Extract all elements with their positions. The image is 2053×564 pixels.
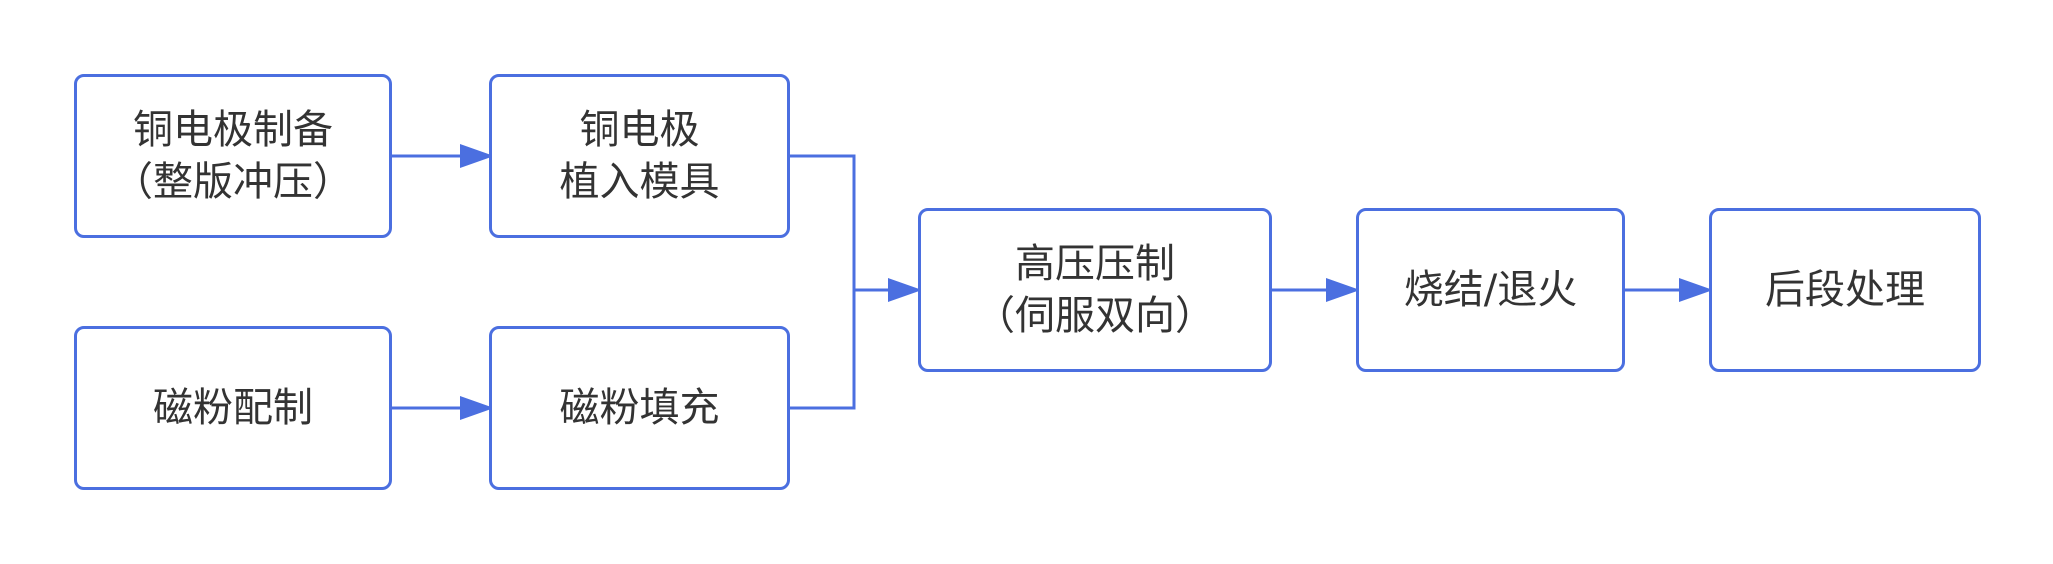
- node-post-processing-line1: 后段处理: [1765, 267, 1925, 313]
- node-copper-electrode-insert-line1: 铜电极: [579, 107, 700, 153]
- node-sinter-anneal: 烧结/退火: [1356, 208, 1625, 372]
- node-copper-electrode-insert: 铜电极 植入模具: [489, 74, 790, 238]
- node-copper-electrode-prep-line1: 铜电极制备: [133, 107, 333, 153]
- node-powder-prep-line1: 磁粉配制: [153, 385, 313, 431]
- node-high-pressure-press-line1: 高压压制: [1015, 241, 1175, 287]
- node-high-pressure-press-line2: （伺服双向）: [975, 293, 1215, 339]
- node-copper-electrode-prep: 铜电极制备 （整版冲压）: [74, 74, 392, 238]
- arrowhead-post: [1679, 278, 1713, 302]
- arrowhead-powder-fill: [460, 396, 494, 420]
- arrowhead-copper-insert: [460, 144, 494, 168]
- node-post-processing: 后段处理: [1709, 208, 1981, 372]
- arrowhead-press: [888, 278, 922, 302]
- node-sinter-anneal-line1: 烧结/退火: [1403, 267, 1578, 313]
- node-powder-prep: 磁粉配制: [74, 326, 392, 490]
- edge-powder-fill-to-merge: [790, 290, 856, 410]
- node-powder-fill: 磁粉填充: [489, 326, 790, 490]
- node-copper-electrode-insert-line2: 植入模具: [559, 159, 720, 205]
- arrowhead-sinter: [1326, 278, 1360, 302]
- node-high-pressure-press: 高压压制 （伺服双向）: [918, 208, 1272, 372]
- node-powder-fill-line1: 磁粉填充: [559, 385, 720, 431]
- node-copper-electrode-prep-line2: （整版冲压）: [113, 159, 353, 205]
- edge-copper-insert-to-merge: [790, 154, 856, 290]
